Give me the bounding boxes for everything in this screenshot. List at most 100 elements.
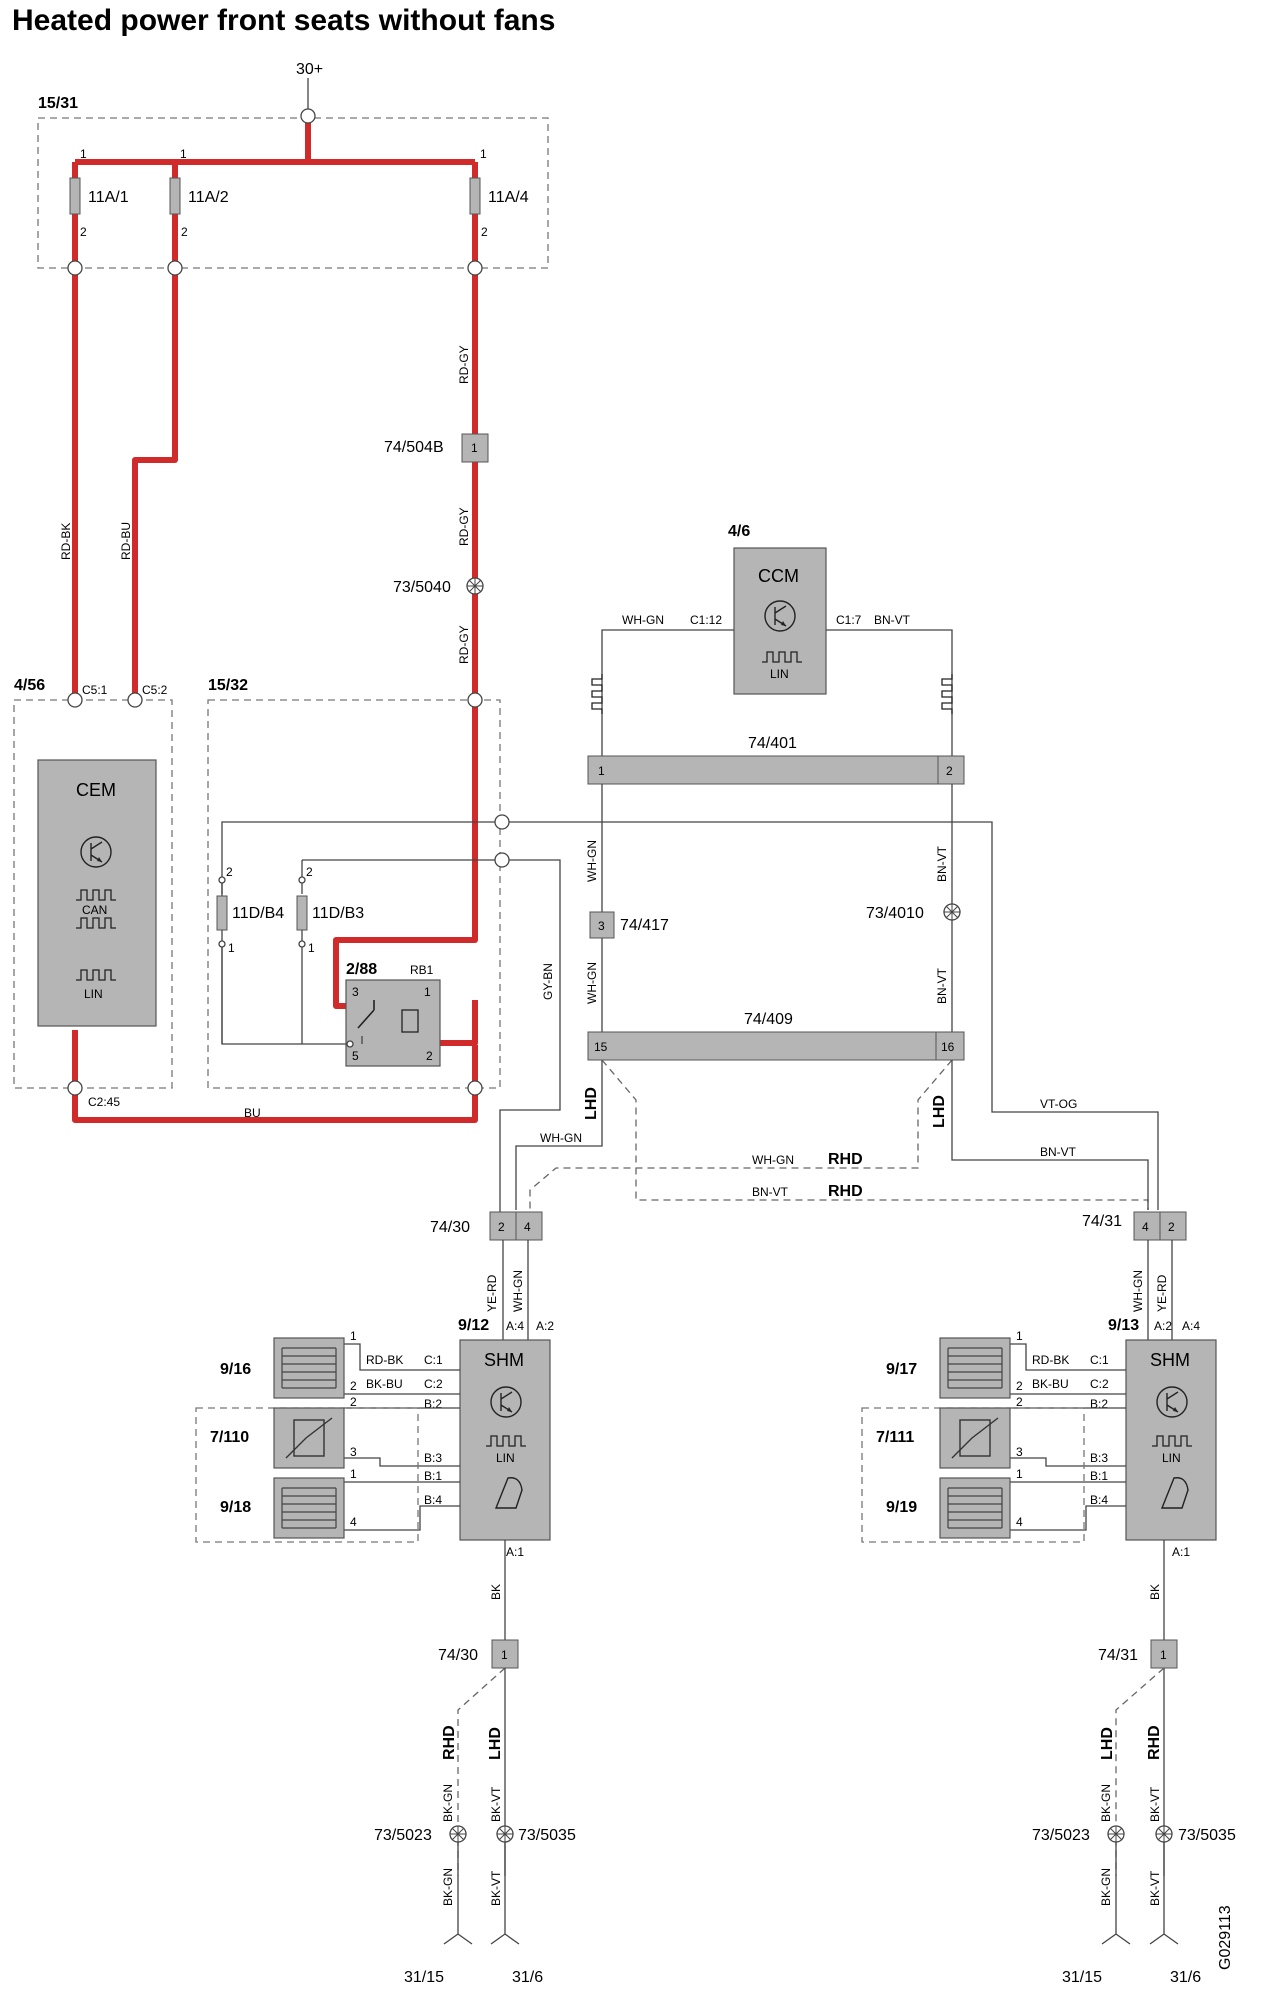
svg-text:C1:12: C1:12	[690, 613, 722, 627]
svg-text:2: 2	[426, 1049, 433, 1063]
svg-text:LHD: LHD	[1099, 1727, 1116, 1760]
svg-text:2: 2	[226, 865, 233, 879]
svg-text:11A/2: 11A/2	[188, 189, 229, 206]
ccm-lin-label: LIN	[770, 667, 789, 681]
svg-text:4: 4	[350, 1515, 357, 1529]
svg-text:1: 1	[424, 985, 431, 999]
relay-ref: 2/88	[346, 961, 377, 978]
svg-text:BN-VT: BN-VT	[1040, 1145, 1077, 1159]
svg-text:BK-GN: BK-GN	[441, 1784, 455, 1822]
wire-label-rd-bu: RD-BU	[119, 522, 133, 560]
wire-shm-right-heaters	[1010, 1343, 1126, 1531]
ccm-module	[733, 547, 827, 695]
svg-text:4: 4	[524, 1220, 531, 1234]
svg-text:2: 2	[350, 1379, 357, 1393]
fuse-11a-4: 11A/4 1 2	[469, 147, 529, 239]
svg-text:BK: BK	[1148, 1584, 1162, 1600]
svg-text:2: 2	[1168, 1220, 1175, 1234]
fusebox-15-32-label: 15/32	[208, 677, 248, 694]
svg-text:1: 1	[598, 764, 605, 778]
document-id: G029113	[1217, 1905, 1234, 1970]
svg-text:WH-GN: WH-GN	[752, 1153, 794, 1167]
variant-lhd-left: LHD	[583, 1087, 600, 1120]
wire-11d-b3-gy-bn	[302, 859, 561, 1220]
svg-text:BN-VT: BN-VT	[752, 1185, 789, 1199]
wire-rhd-bn-vt	[601, 1059, 1149, 1210]
shm-right-ref: 9/13	[1108, 1317, 1139, 1334]
ccm-ref: 4/6	[728, 523, 750, 540]
svg-text:9/18: 9/18	[220, 1499, 251, 1516]
shm-right-name: SHM	[1150, 1350, 1190, 1370]
ground-right-2	[1149, 1919, 1179, 1945]
svg-text:74/31: 74/31	[1098, 1647, 1138, 1664]
svg-text:BK-BU: BK-BU	[1032, 1377, 1069, 1391]
svg-text:C1:7: C1:7	[836, 613, 862, 627]
svg-text:5: 5	[352, 1049, 359, 1063]
heater-9-16: 9/16 1 2	[220, 1329, 357, 1399]
svg-text:11A/4: 11A/4	[488, 189, 529, 206]
power-wire-bus	[75, 117, 475, 165]
svg-text:1: 1	[471, 441, 478, 455]
svg-text:VT-OG: VT-OG	[1040, 1097, 1077, 1111]
svg-text:RD-BK: RD-BK	[1032, 1353, 1069, 1367]
svg-text:2: 2	[946, 764, 953, 778]
svg-text:WH-GN: WH-GN	[1131, 1270, 1145, 1312]
ground-left-1	[443, 1919, 473, 1945]
svg-text:4: 4	[1142, 1220, 1149, 1234]
svg-text:16: 16	[941, 1040, 955, 1054]
thermistor-7-110: 7/110 2 3	[210, 1395, 357, 1469]
svg-text:B:2: B:2	[424, 1397, 442, 1411]
svg-text:WH-GN: WH-GN	[622, 613, 664, 627]
svg-text:A:2: A:2	[1154, 1319, 1172, 1333]
wire-shm-left-supply	[502, 1240, 529, 1348]
ccm-name: CCM	[758, 566, 799, 586]
svg-text:BK-GN: BK-GN	[1099, 1784, 1113, 1822]
wire-lhd-wh-gn	[515, 1060, 603, 1210]
splice-73-4010-label: 73/4010	[866, 905, 924, 922]
svg-text:1: 1	[1016, 1467, 1023, 1481]
svg-text:2: 2	[1016, 1379, 1023, 1393]
wire-label-rd-gy-3: RD-GY	[457, 625, 471, 664]
svg-text:74/30: 74/30	[438, 1647, 478, 1664]
wire-label-bu: BU	[244, 1106, 261, 1120]
svg-text:C2:45: C2:45	[88, 1095, 120, 1109]
svg-text:1: 1	[1016, 1329, 1023, 1343]
supply-label: 30+	[296, 61, 323, 78]
connector-74-409	[587, 1031, 965, 1061]
svg-text:3: 3	[352, 985, 359, 999]
svg-text:3: 3	[598, 919, 605, 933]
svg-text:9/16: 9/16	[220, 1361, 251, 1378]
svg-text:RHD: RHD	[441, 1725, 458, 1760]
svg-text:BN-VT: BN-VT	[935, 967, 949, 1004]
wire-ccm-left	[601, 629, 734, 756]
svg-text:C5:2: C5:2	[142, 683, 168, 697]
connector-74-31-ground	[1150, 1639, 1178, 1669]
svg-text:C:1: C:1	[1090, 1353, 1109, 1367]
svg-text:BK-BU: BK-BU	[366, 1377, 403, 1391]
cem-module	[37, 759, 157, 1027]
wire-ccm-right	[826, 629, 953, 756]
shm-left-name: SHM	[484, 1350, 524, 1370]
svg-text:A:4: A:4	[1182, 1319, 1200, 1333]
wire-label-rd-gy-1: RD-GY	[457, 345, 471, 384]
svg-text:BK-VT: BK-VT	[1148, 1786, 1162, 1822]
svg-text:2: 2	[498, 1220, 505, 1234]
heater-9-19: 9/19 1 4	[886, 1467, 1023, 1539]
fusebox-15-31-label: 15/31	[38, 95, 78, 112]
svg-text:11A/1: 11A/1	[88, 189, 129, 206]
svg-text:A:4: A:4	[506, 1319, 524, 1333]
svg-text:BN-VT: BN-VT	[935, 845, 949, 882]
fuse-11d-b4: 11D/B4 2 1	[216, 865, 284, 1044]
svg-text:2: 2	[181, 225, 188, 239]
svg-text:B:3: B:3	[424, 1451, 442, 1465]
svg-text:7/111: 7/111	[876, 1429, 914, 1446]
variant-rhd-1: RHD	[828, 1151, 863, 1168]
svg-text:B:1: B:1	[424, 1469, 442, 1483]
svg-text:C:2: C:2	[1090, 1377, 1109, 1391]
power-wire-rd-bu	[132, 162, 178, 700]
svg-text:A:1: A:1	[1172, 1545, 1190, 1559]
shm-left-module	[459, 1339, 551, 1541]
svg-text:WH-GN: WH-GN	[511, 1270, 525, 1312]
svg-text:1: 1	[80, 147, 87, 161]
